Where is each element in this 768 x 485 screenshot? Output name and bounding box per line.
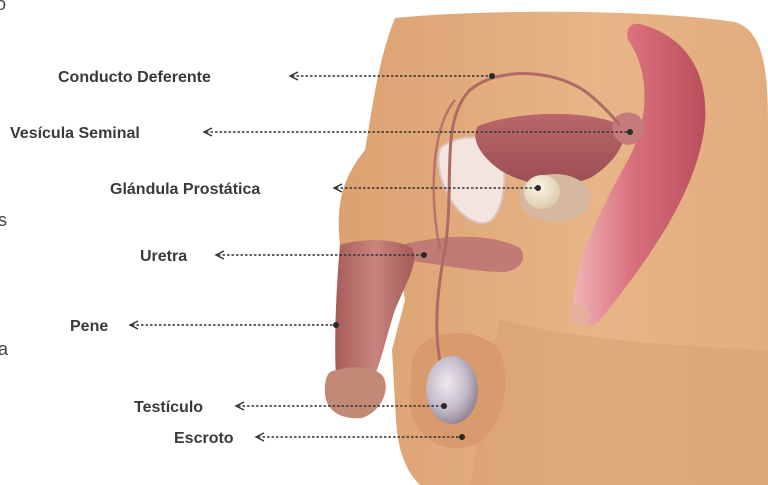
dot-vas-deferens [489,73,495,79]
dot-seminal-vesicle [627,129,633,135]
glans-shape [325,367,386,418]
label-penis: Pene [70,318,108,335]
dot-testicle [441,403,447,409]
edge-text-lower: a [0,339,9,359]
dot-penis [333,322,339,328]
dot-urethra [421,252,427,258]
label-seminal-vesicle: Vesícula Seminal [10,125,140,142]
label-urethra: Uretra [140,248,187,265]
edge-text-top: o [0,0,6,14]
edge-text-middle: s [0,210,7,230]
label-scrotum: Escroto [174,430,234,447]
dot-prostate [535,185,541,191]
prostate-gland [524,175,560,209]
label-prostate: Glándula Prostática [110,181,260,198]
testicle-shape [426,356,478,424]
dot-scrotum [459,434,465,440]
label-vas-deferens: Conducto Deferente [58,69,211,86]
label-testicle: Testículo [134,399,203,416]
